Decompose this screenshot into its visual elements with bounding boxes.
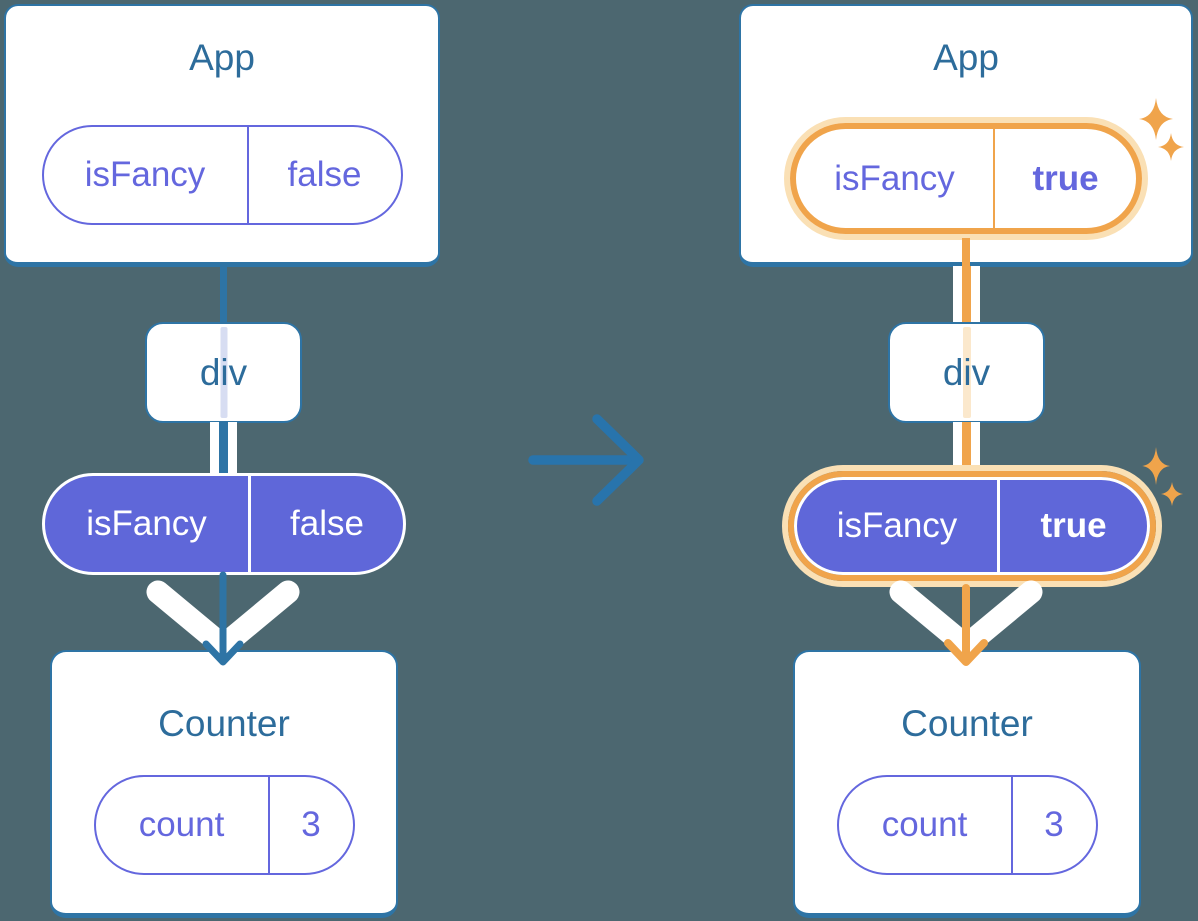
div-label: div	[199, 351, 248, 393]
flow-stripe	[961, 422, 971, 470]
sparkles-icon	[1142, 447, 1183, 506]
highlight-ring: isFancy true	[790, 123, 1142, 234]
counter-card-right: Counter count 3	[793, 650, 1141, 918]
prop-value: false	[290, 504, 364, 543]
prop-flow-line-in-card	[962, 238, 970, 268]
sparkle-large	[1139, 98, 1173, 140]
app-card-left: App isFancy false	[4, 4, 440, 267]
props-pill-solid: isFancy false	[42, 473, 406, 575]
tree-edge-app-div	[219, 265, 227, 322]
sparkles-icon	[1139, 98, 1184, 161]
prop-flow-line	[952, 266, 980, 322]
div-label: div	[942, 351, 991, 393]
sparkle-small	[1158, 133, 1184, 161]
app-card-right: App isFancy true	[739, 4, 1193, 267]
prop-flow-line	[952, 422, 980, 470]
arrow-head	[202, 640, 244, 666]
sparkle-large	[1142, 447, 1170, 485]
prop-value: false	[287, 155, 362, 194]
component-title: App	[189, 37, 255, 78]
highlight-ring: isFancy true	[788, 471, 1156, 581]
arrow-head	[592, 414, 644, 506]
prop-name: isFancy	[796, 129, 995, 228]
flow-stripe	[970, 266, 980, 322]
down-arrow-left	[146, 571, 300, 666]
state-pill-outline: count 3	[93, 775, 355, 875]
state-pill-outline: count 3	[836, 775, 1098, 875]
div-node-left: div	[145, 322, 302, 423]
state-value: 3	[301, 805, 321, 844]
down-arrow-right	[889, 580, 1043, 666]
prop-name: isFancy	[45, 476, 251, 572]
flow-stripe	[209, 422, 219, 476]
props-pill-outline: isFancy false	[41, 125, 403, 225]
counter-card-left: Counter count 3	[50, 650, 398, 918]
flow-stripe	[952, 422, 962, 470]
flow-stripe	[218, 422, 228, 476]
prop-name: isFancy	[797, 480, 1000, 572]
prop-flow-line	[209, 422, 237, 476]
div-node-right: div	[888, 322, 1045, 423]
prop-name: isFancy	[44, 127, 249, 223]
arrow-head	[944, 639, 988, 666]
transition-arrow	[528, 414, 644, 506]
props-pill-highlighted: isFancy true	[784, 117, 1148, 240]
state-name: count	[839, 777, 1013, 873]
prop-flow-faint-line	[962, 327, 971, 418]
flow-stripe	[961, 266, 971, 322]
state-name: count	[96, 777, 270, 873]
component-title: App	[933, 37, 999, 78]
component-title: Counter	[901, 703, 1033, 744]
prop-flow-faint-line	[220, 327, 227, 418]
prop-value: true	[1040, 506, 1107, 545]
flow-stripe	[952, 266, 962, 322]
props-pill-solid-highlighted: isFancy true	[782, 465, 1162, 587]
state-value: 3	[1044, 805, 1064, 844]
flow-stripe	[227, 422, 237, 476]
sparkle-small	[1161, 482, 1183, 506]
flow-stripe	[970, 422, 980, 470]
prop-value: true	[1032, 158, 1099, 198]
props-pill-solid: isFancy true	[794, 477, 1150, 575]
component-title: Counter	[158, 703, 290, 744]
